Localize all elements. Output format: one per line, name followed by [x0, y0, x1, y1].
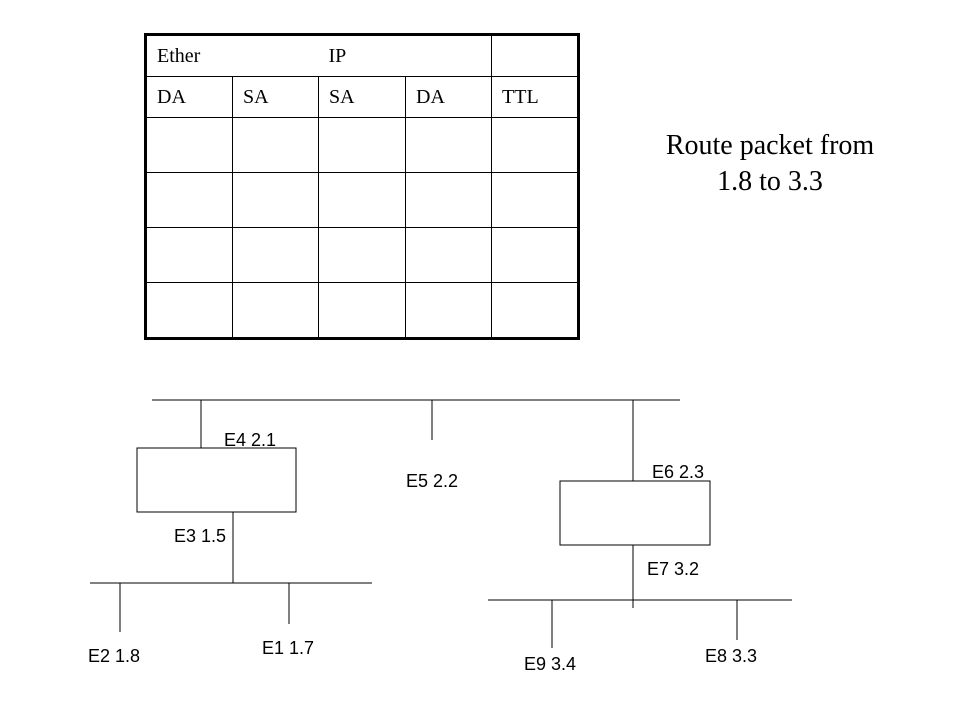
table-cell [318, 227, 406, 283]
label-e3: E3 1.5 [174, 526, 227, 546]
header-ip-da: DA [404, 76, 493, 118]
router-left [136, 447, 297, 513]
table-cell [145, 227, 233, 283]
label-e6: E6 2.3 [652, 462, 705, 482]
table-cell [232, 282, 319, 339]
router-right [559, 480, 711, 546]
table-cell [404, 172, 493, 228]
table-cell [491, 172, 580, 228]
caption-line-1: Route packet from [665, 130, 875, 161]
table-cell [232, 172, 319, 228]
label-e4: E4 2.1 [224, 430, 277, 450]
table-cell [318, 172, 406, 228]
header-ip: IP [318, 34, 493, 77]
table-cell [404, 282, 493, 339]
route-caption: Route packet from 1.8 to 3.3 [600, 128, 940, 200]
table-row [145, 227, 580, 283]
table-cell [145, 282, 233, 339]
header-ether: Ether [145, 34, 319, 77]
table-cell [491, 117, 580, 173]
header-ttl: TTL [491, 76, 580, 118]
label-e2: E2 1.8 [88, 646, 141, 666]
label-e7: E7 3.2 [647, 559, 700, 579]
table-row [145, 282, 580, 339]
table-cell [491, 282, 580, 339]
table-cell [404, 227, 493, 283]
caption-line-2: 1.8 to 3.3 [717, 166, 823, 197]
header-ip-sa: SA [318, 76, 406, 118]
table-row [145, 172, 580, 228]
table-cell [404, 117, 493, 173]
packet-header-table: Ether IP DA SA SA DA TTL [144, 33, 581, 340]
label-e9: E9 3.4 [524, 654, 577, 674]
table-cell [318, 282, 406, 339]
header-ether-sa: SA [232, 76, 319, 118]
table-row [145, 117, 580, 173]
table-cell [145, 172, 233, 228]
table-cell [318, 117, 406, 173]
label-e8: E8 3.3 [705, 646, 758, 666]
table-header-row-2: DA SA SA DA TTL [145, 76, 580, 118]
label-e5: E5 2.2 [406, 471, 459, 491]
table-cell [232, 227, 319, 283]
label-e1: E1 1.7 [262, 638, 315, 658]
